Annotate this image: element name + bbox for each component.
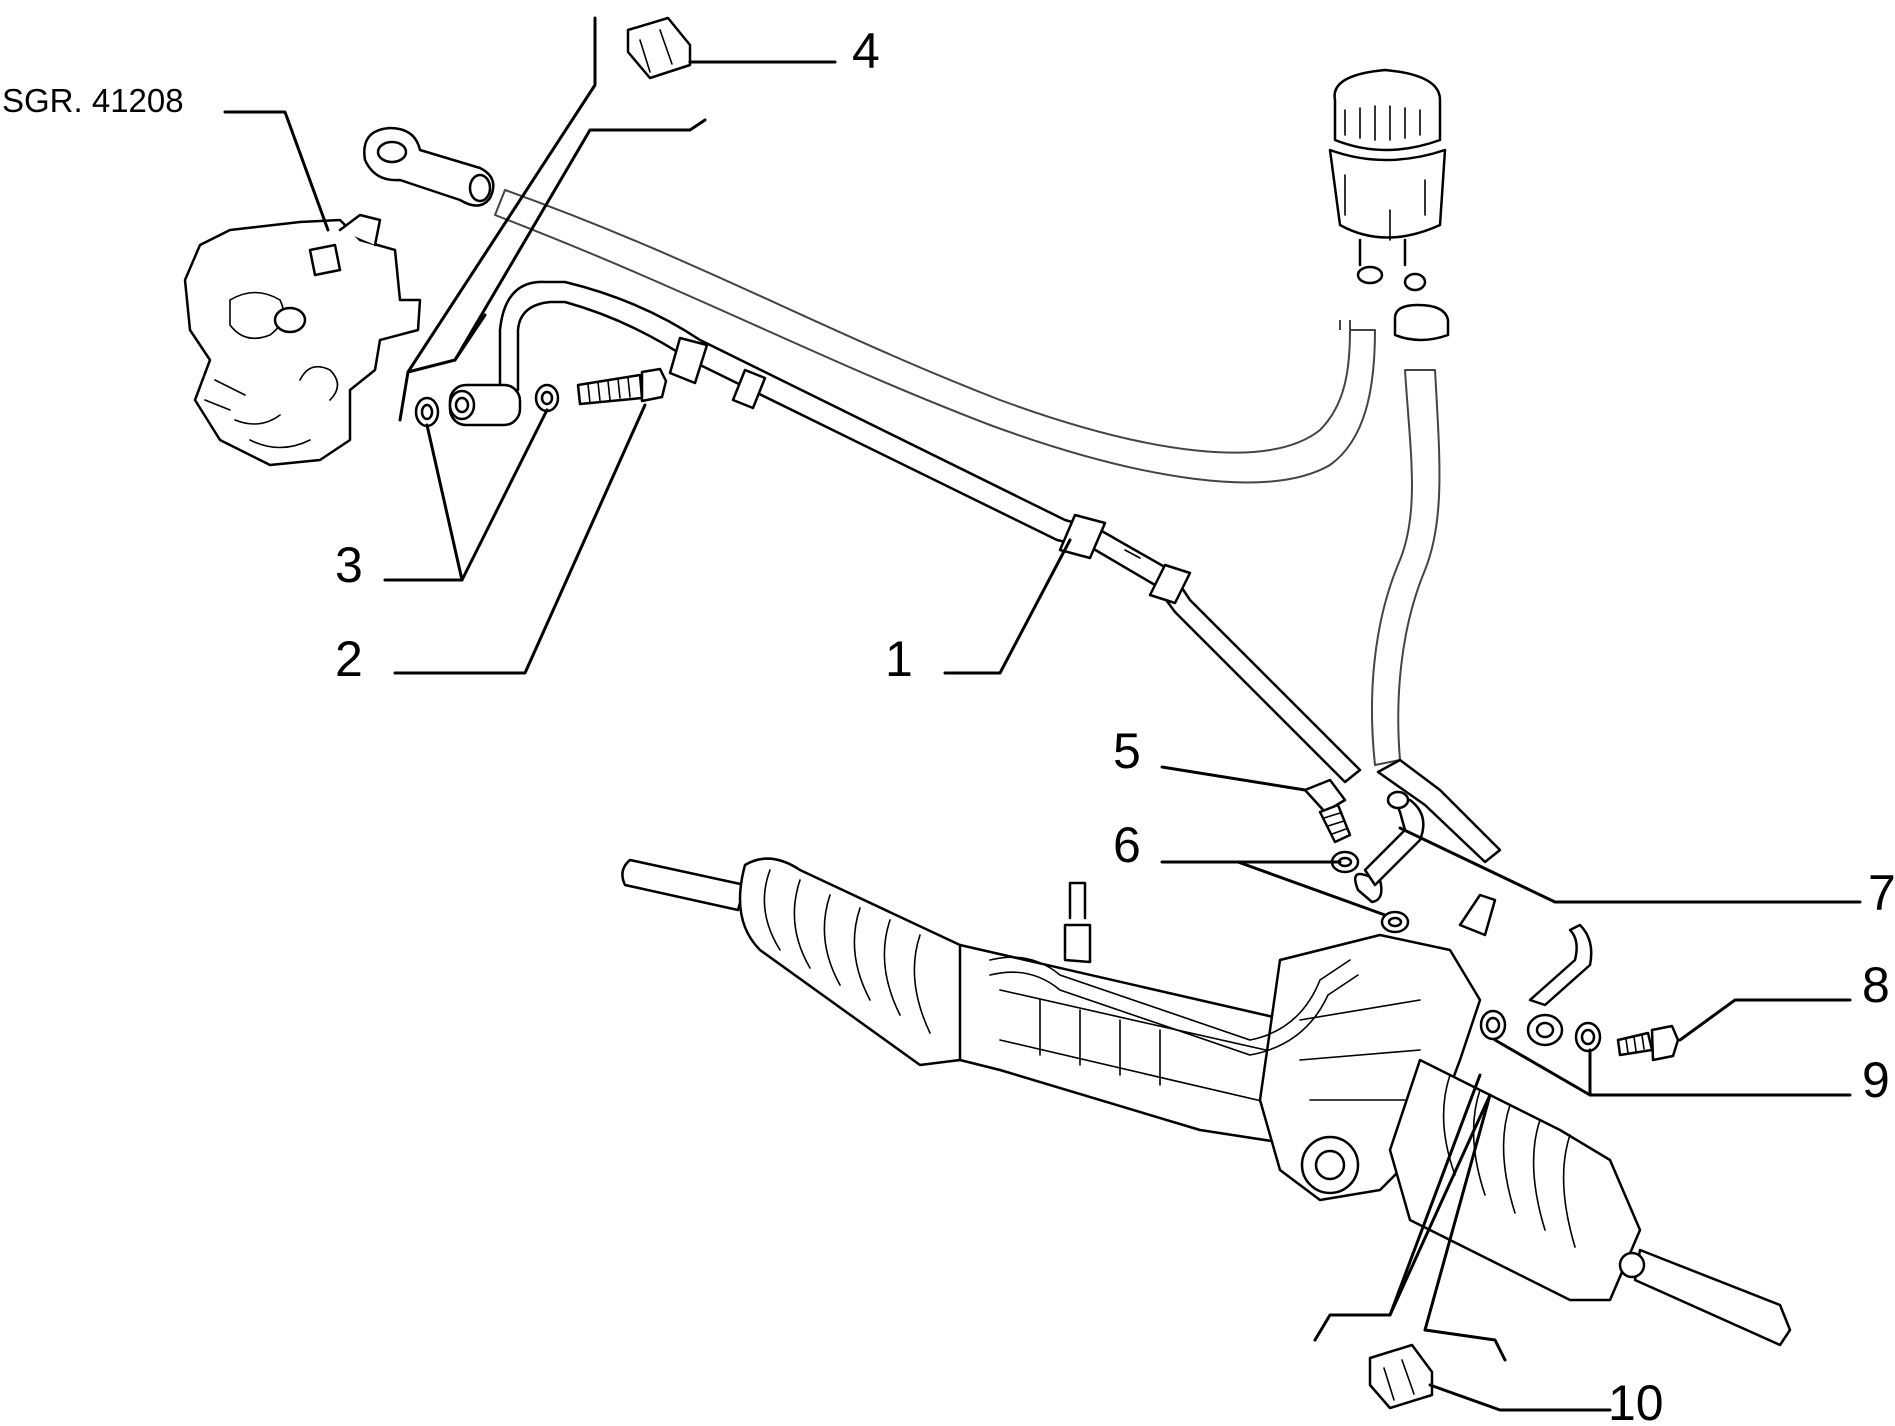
pump-banjo-fitting [414, 367, 668, 428]
washers-item-6 [1330, 850, 1410, 934]
callout-9: 9 [1862, 1052, 1890, 1108]
callout-7: 7 [1868, 865, 1895, 921]
bushing-item-10 [1368, 1343, 1434, 1410]
callout-1: 1 [885, 631, 913, 687]
supply-hose [1370, 369, 1502, 864]
return-hose [494, 189, 1376, 484]
union-bolt-item-5 [1303, 778, 1352, 844]
pump-bracket [398, 313, 487, 422]
callout-2: 2 [335, 631, 363, 687]
steering-rack [621, 857, 1792, 1347]
callout-5: 5 [1113, 723, 1141, 779]
reference-label: SGR. 41208 [2, 82, 184, 119]
callout-6: 6 [1113, 817, 1141, 873]
leader-lines [223, 16, 1862, 1412]
pump-hose-end [363, 126, 495, 207]
pressure-line [498, 280, 1362, 784]
labels: SGR. 41208 4 3 2 1 5 6 7 8 9 10 [2, 23, 1895, 1426]
fluid-reservoir [1328, 68, 1450, 342]
power-steering-pump [183, 213, 422, 467]
callout-10: 10 [1608, 1375, 1664, 1426]
callout-8: 8 [1862, 957, 1890, 1013]
bushing-item-4 [626, 16, 692, 80]
rack-banjo-fitting [1479, 923, 1680, 1062]
banjo-fitting-item-7 [1353, 790, 1425, 904]
callout-4: 4 [852, 23, 880, 79]
callout-3: 3 [335, 537, 363, 593]
